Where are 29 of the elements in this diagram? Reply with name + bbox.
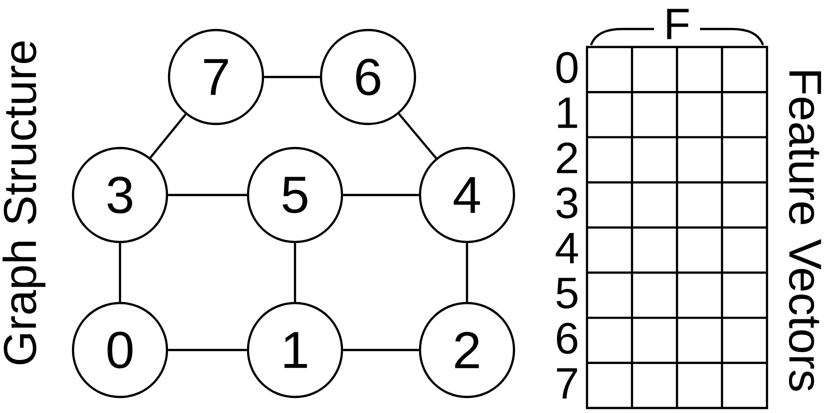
edge-line [118,243,122,302]
graph-node: 0 [72,302,168,398]
edge-line [150,114,186,158]
dimension-label: F [667,8,689,40]
graph-node: 4 [418,146,516,244]
axis-title: Feature Vectors [788,71,822,391]
edge-line [264,76,320,78]
edge-line [343,348,419,352]
row-number: 1 [558,98,578,128]
row-number: 5 [556,278,578,309]
axis-title: Graph Structure [2,41,46,364]
edge-line [398,113,437,159]
graph-node: 5 [246,146,344,244]
graph-node: 6 [320,28,416,126]
row-number: 0 [556,52,578,84]
edge-line [168,348,247,352]
edge-line [168,194,247,196]
row-number: 2 [556,142,578,174]
graph-node: 7 [168,28,264,126]
edge-line [294,243,296,302]
graph-node: 1 [246,302,344,398]
graph-node: 3 [72,146,168,244]
edge-line [466,243,468,302]
row-number: 3 [556,187,578,218]
edge-line [343,194,419,196]
row-number: 4 [556,232,578,264]
graph-node: 2 [418,302,516,398]
row-number: 7 [557,368,578,399]
row-number: 6 [557,322,578,354]
